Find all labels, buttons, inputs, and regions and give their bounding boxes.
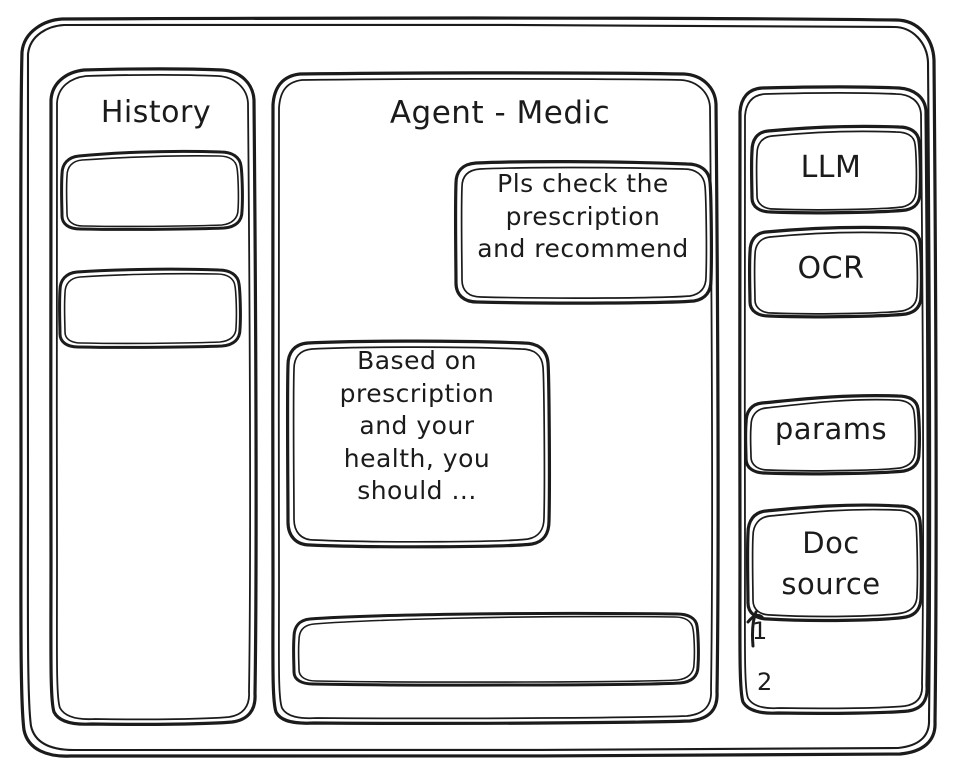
params-label: params	[774, 412, 888, 446]
params-button[interactable]	[745, 395, 920, 474]
user-message-bubble[interactable]	[456, 161, 712, 304]
history-item-1[interactable]	[60, 152, 243, 230]
tool-ocr-button[interactable]	[749, 227, 922, 317]
doc-source-item-2[interactable]: 2	[757, 668, 773, 696]
doc-source-label: Doc source	[781, 526, 881, 602]
tool-ocr-label: OCR	[797, 251, 865, 286]
doc-source-item-1[interactable]: 1	[752, 617, 768, 645]
assistant-message-bubble[interactable]	[288, 341, 550, 548]
message-input[interactable]	[294, 613, 699, 685]
user-message-text: Pls check the prescription and recommend	[477, 169, 689, 263]
assistant-message-text: Based on prescription and your health, y…	[339, 346, 495, 505]
history-item-2[interactable]	[58, 268, 241, 348]
tool-llm-label: LLM	[800, 150, 862, 185]
tool-llm-button[interactable]	[750, 126, 921, 214]
doc-source-button[interactable]	[747, 505, 922, 620]
agent-panel-title: Agent - Medic	[389, 95, 611, 131]
history-panel-title: History	[100, 95, 212, 130]
